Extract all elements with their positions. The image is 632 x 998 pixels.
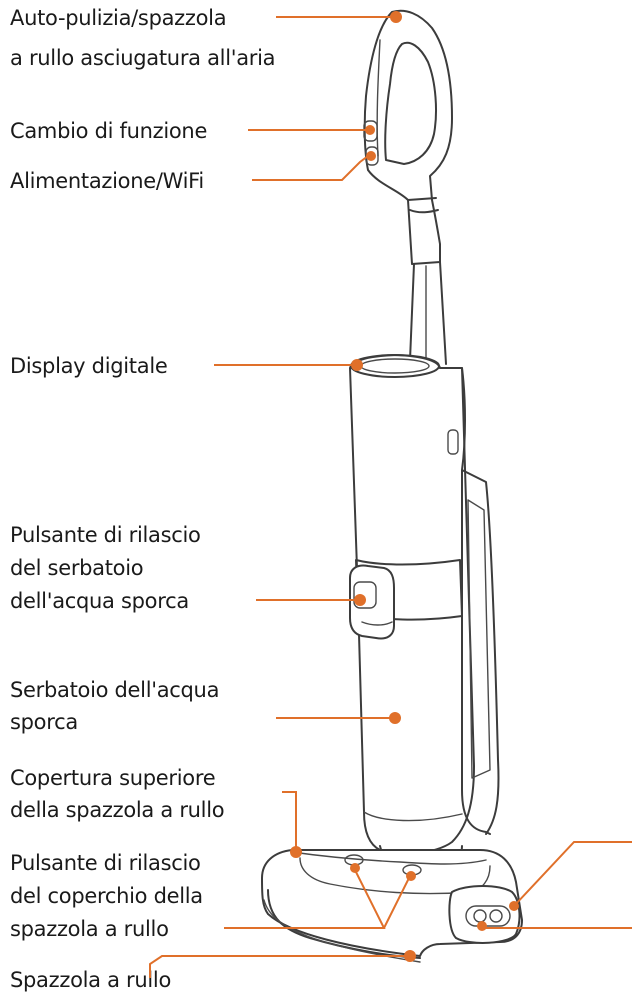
dot-tank-release [354, 594, 366, 606]
leader-right-top [514, 842, 632, 906]
leader-top-cover [282, 792, 296, 852]
dot-roller-brush [404, 950, 416, 962]
dot-cover-release-right [406, 871, 416, 881]
dot-right-bottom [477, 921, 487, 931]
floor-head-end-cap [449, 886, 519, 943]
dot-top-cover [290, 846, 302, 858]
handle-grip-edge [377, 40, 380, 156]
dot-function-switch [365, 125, 375, 135]
dot-cover-release-left [350, 863, 360, 873]
shaft [410, 262, 446, 364]
leader-power-wifi [252, 156, 368, 180]
dot-display [351, 359, 363, 371]
leader-roller-brush [150, 956, 410, 978]
dot-self-clean [390, 11, 402, 23]
vacuum-illustration [262, 11, 522, 962]
handle-grip-opening [385, 43, 436, 164]
dot-dirty-tank [389, 712, 401, 724]
dot-power-wifi [366, 151, 376, 161]
dot-right-top [509, 901, 519, 911]
rear-housing-panel [468, 500, 490, 778]
